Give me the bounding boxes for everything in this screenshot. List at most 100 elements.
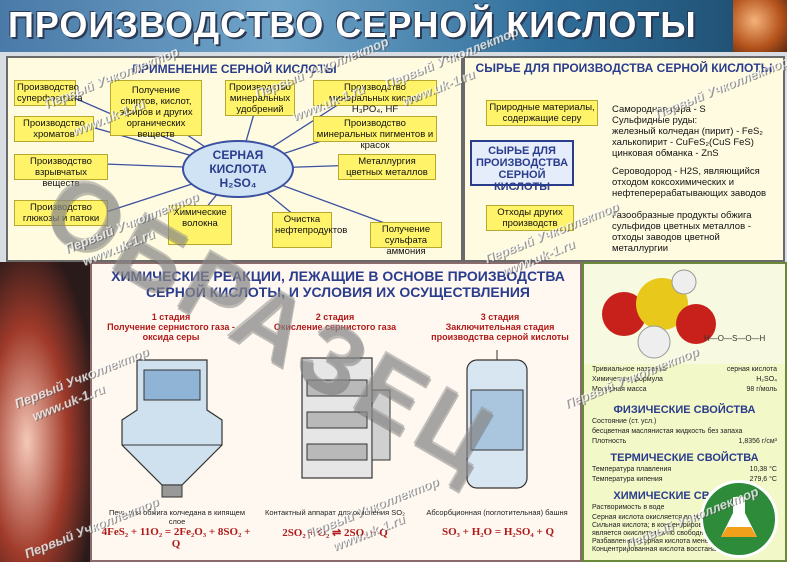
stage-2-heading: 2 стадия Окисление сернистого газа <box>260 312 410 332</box>
raw-title: СЫРЬЕ ДЛЯ ПРОИЗВОДСТВА СЕРНОЙ КИСЛОТЫ <box>475 61 773 75</box>
raw-list-gases: Газообразные продукты обжига сульфидов ц… <box>612 210 778 254</box>
reactions-panel: ХИМИЧЕСКИЕ РЕАКЦИИ, ЛЕЖАЩИЕ В ОСНОВЕ ПРО… <box>90 262 582 562</box>
application-title: ПРИМЕНЕНИЕ СЕРНОЙ КИСЛОТЫ <box>132 62 337 76</box>
prop-row: бесцветная маслянистая жидкость без запа… <box>592 428 777 435</box>
raw-line: железный колчедан (пирит) - FeS₂ <box>612 126 763 137</box>
reactions-title-line: ХИМИЧЕСКИЕ РЕАКЦИИ, ЛЕЖАЩИЕ В ОСНОВЕ ПРО… <box>111 268 565 284</box>
prop-value: серная кислота <box>726 366 777 373</box>
raw-line: металлургии <box>612 243 669 254</box>
absorption-tower-diagram <box>466 350 528 489</box>
prop-label: Химическая формула <box>592 376 663 383</box>
raw-line: Сероводород - H2S, являющийся <box>612 166 760 177</box>
prop-value: 98 г/моль <box>746 386 777 393</box>
stage-name: Заключительная стадия производства серно… <box>431 322 569 342</box>
prop-row: Тривиальное название серная кислота <box>592 366 777 373</box>
raw-list-h2s: Сероводород - H2S, являющийся отходом ко… <box>612 166 778 199</box>
stage-num: 2 стадия <box>315 312 355 322</box>
molecule-area: H—O—S—O—H <box>584 264 785 364</box>
prop-row: является окислителем по свободным галоге… <box>592 530 777 537</box>
stage-2-caption: Контактный аппарат для окисления SO₂ <box>264 508 406 517</box>
flask-logo <box>700 480 778 558</box>
molecule-model <box>602 269 716 359</box>
prop-row: Состояние (ст. усл.) <box>592 418 777 425</box>
raw-center-box: СЫРЬЕ ДЛЯ ПРОИЗВОДСТВА СЕРНОЙ КИСЛОТЫ <box>470 140 574 193</box>
raw-line: сульфидов цветных металлов - <box>612 221 751 232</box>
prop-row: Разбавленная серная кислота менее металл… <box>592 538 777 545</box>
page-title: ПРОИЗВОДСТВО СЕРНОЙ КИСЛОТЫ <box>8 4 697 45</box>
center-line-2: КИСЛОТА <box>209 162 267 176</box>
stage-num: 1 стадия <box>151 312 191 322</box>
prop-value: 1,8356 г/см³ <box>738 438 778 445</box>
app-item-ammonium-sulfate: Получение сульфата аммония <box>370 222 442 257</box>
prop-value: H₂SO₄ <box>756 376 777 383</box>
center-line-1: СЕРНАЯ <box>212 148 264 162</box>
prop-label: Молярная масса <box>592 386 647 393</box>
stage-3-caption: Абсорбционная (поглотительная) башня <box>426 508 568 517</box>
app-item-fibers: Химические волокна <box>168 205 232 245</box>
flask-icon <box>721 497 757 537</box>
prop-row: Температура кипения 279,6 °С <box>592 476 777 483</box>
prop-row: Плотность 1,8356 г/см³ <box>592 438 777 445</box>
prop-row: Температура плавления 10,38 °С <box>592 466 777 473</box>
app-item-organic: Получение спиртов, кислот, эфиров и друг… <box>110 80 202 140</box>
title-bar: ПРОИЗВОДСТВО СЕРНОЙ КИСЛОТЫ <box>0 0 787 52</box>
prop-row: Концентрированная кислота восстанавливае… <box>592 546 777 553</box>
prop-label: Серная кислота окисляется во всех соотно… <box>592 514 757 521</box>
prop-label: Температура плавления <box>592 466 672 473</box>
contact-apparatus-diagram <box>301 357 391 479</box>
raw-line: Самородная сера - S <box>612 104 706 115</box>
raw-line: отходы заводов цветной <box>612 232 720 243</box>
prop-label: Разбавленная серная кислота менее металл… <box>592 538 746 545</box>
prop-label: бесцветная маслянистая жидкость без запа… <box>592 428 743 435</box>
app-item-metallurgy: Металлургия цветных металлов <box>338 154 436 180</box>
raw-other: Отходы других производств <box>486 205 574 231</box>
prop-row: Химическая формула H₂SO₄ <box>592 376 777 383</box>
prop-row: Сильная кислота; в концентрированном вид… <box>592 522 777 529</box>
raw-line: халькопирит - CuFeS₂(CuS FeS) <box>612 137 754 148</box>
app-item-acids: Производство минеральных кислот H₃PO₄, H… <box>313 80 437 115</box>
center-formula: H₂SO₄ <box>219 176 257 190</box>
prop-label: Растворимость в воде <box>592 504 665 511</box>
prop-value: 10,38 °С <box>749 466 777 473</box>
furnace-diagram <box>121 359 223 498</box>
raw-line: Газообразные продукты обжига <box>612 210 752 221</box>
stage-2-equation: 2SO₂ + O₂ ⇌ 2SO₃ + Q <box>282 527 388 539</box>
app-item-pigments: Производство минеральных пигментов и кра… <box>313 116 437 151</box>
structural-formula: H—O—S—O—H <box>704 334 766 343</box>
app-item-superphosphate: Производство суперфосфата <box>14 80 82 106</box>
stage-1-caption: Печь для обжига колчедана в кипящем слое <box>108 508 246 526</box>
raw-line: отходом коксохимических и <box>612 177 735 188</box>
prop-label: Концентрированная кислота восстанавливае… <box>592 546 750 553</box>
prop-row: Растворимость в воде <box>592 504 777 511</box>
prop-value: 279,6 °С <box>749 476 777 483</box>
smoke-photo <box>0 262 90 562</box>
app-item-explosives: Производство взрывчатых веществ <box>14 154 108 189</box>
prop-label: Тривиальное название <box>592 366 667 373</box>
prop-label: Плотность <box>592 438 627 445</box>
stage-3-equation: SO₃ + H₂O = H₂SO₄ + Q <box>441 526 555 538</box>
stage-name: Получение сернистого газа - оксида серы <box>107 322 235 342</box>
physical-properties-title: ФИЗИЧЕСКИЕ СВОЙСТВА <box>613 404 756 416</box>
app-item-glucose: Производство глюкозы и патоки <box>14 200 108 226</box>
raw-line: цинковая обманка - ZnS <box>612 148 719 159</box>
prop-row: Молярная масса 98 г/моль <box>592 386 777 393</box>
lab-photo <box>733 0 787 52</box>
app-item-oil-refining: Очистка нефтепродуктов <box>272 212 347 248</box>
reactions-title: ХИМИЧЕСКИЕ РЕАКЦИИ, ЛЕЖАЩИЕ В ОСНОВЕ ПРО… <box>92 268 584 300</box>
prop-label: Сильная кислота; в концентрированном вид… <box>592 522 741 529</box>
raw-line: Сульфидные руды: <box>612 115 698 126</box>
stage-3-heading: 3 стадия Заключительная стадия производс… <box>422 312 578 342</box>
reactions-title-line: СЕРНОЙ КИСЛОТЫ, И УСЛОВИЯ ИХ ОСУЩЕСТВЛЕН… <box>145 284 530 300</box>
app-item-fertilizers: Производство минеральных удобрений <box>225 80 295 116</box>
thermal-properties-title: ТЕРМИЧЕСКИЕ СВОЙСТВА <box>610 452 759 464</box>
prop-label: Температура кипения <box>592 476 663 483</box>
stage-name: Окисление сернистого газа <box>273 322 397 332</box>
sulfuric-acid-center: СЕРНАЯ КИСЛОТА H₂SO₄ <box>182 140 294 198</box>
raw-list-natural: Самородная сера - S Сульфидные руды: жел… <box>612 104 778 159</box>
prop-label: Состояние (ст. усл.) <box>592 418 657 425</box>
raw-natural: Природные материалы, содержащие серу <box>486 100 598 126</box>
stage-1-equation: 4FeS₂ + 11O₂ = 2Fe₂O₃ + 8SO₂ + Q <box>101 526 251 550</box>
stage-num: 3 стадия <box>480 312 520 322</box>
stage-1-heading: 1 стадия Получение сернистого газа - окс… <box>96 312 246 342</box>
